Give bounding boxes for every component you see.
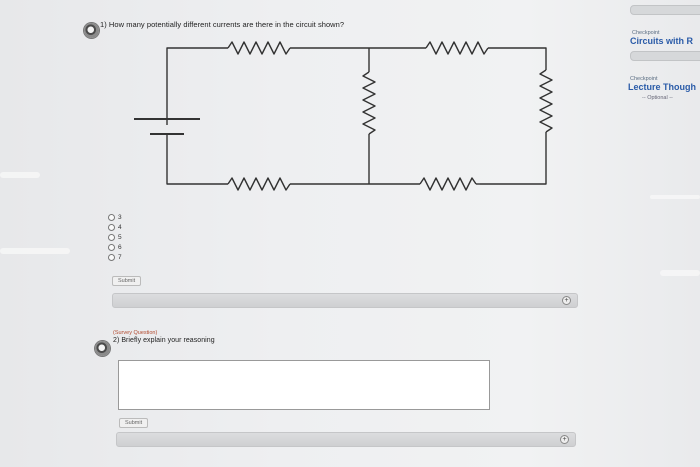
resistor-top-left (227, 41, 291, 55)
radio-button[interactable] (108, 243, 115, 251)
question-status-icon (84, 23, 99, 38)
screen-glare (0, 248, 70, 254)
sidebar-link-circuits[interactable]: Circuits with R (630, 36, 694, 46)
sidebar-item-kicker: Checkpoint (630, 76, 658, 82)
question-2-expander-bar[interactable]: + (116, 432, 576, 447)
screen-glare (650, 195, 700, 199)
wire-right-lower (480, 132, 547, 185)
choice-label: 6 (118, 243, 122, 251)
sidebar-link-lecture-thoughts[interactable]: Lecture Though (628, 82, 696, 92)
screen-glare (660, 270, 700, 276)
question-2-submit-button[interactable]: Submit (119, 418, 149, 428)
choice-4[interactable]: 4 (108, 222, 122, 232)
radio-button[interactable] (108, 223, 115, 231)
question-1-submit-button[interactable]: Submit (112, 276, 142, 286)
radio-button[interactable] (108, 213, 115, 221)
choice-label: 4 (118, 223, 122, 231)
survey-question-label: (Survey Question) (113, 330, 158, 336)
question-status-icon (95, 341, 110, 356)
plus-circle-icon[interactable]: + (560, 435, 569, 444)
wire-top-left (166, 47, 228, 125)
reasoning-textarea[interactable] (118, 360, 490, 410)
circuit-diagram (134, 41, 553, 191)
answer-choices: 3 4 5 6 7 (108, 212, 122, 262)
resistor-right-vertical (539, 69, 553, 133)
sidebar-item-kicker: Checkpoint (632, 30, 660, 36)
choice-7[interactable]: 7 (108, 252, 122, 262)
resistor-middle-vertical (362, 71, 376, 135)
resistor-top-right (425, 41, 489, 55)
choice-6[interactable]: 6 (108, 242, 122, 252)
screen-glare (0, 172, 40, 178)
choice-label: 7 (118, 253, 122, 261)
question-2-text: 2) Briefly explain your reasoning (113, 337, 215, 344)
choice-5[interactable]: 5 (108, 232, 122, 242)
plus-circle-icon[interactable]: + (562, 296, 571, 305)
radio-button[interactable] (108, 253, 115, 261)
sidebar-optional-note: -- Optional -- (642, 95, 673, 101)
sidebar-strip (630, 51, 700, 61)
wire-top-right (488, 47, 547, 70)
question-1-text: 1) How many potentially different curren… (100, 20, 345, 29)
choice-3[interactable]: 3 (108, 212, 122, 222)
resistor-bottom-right (419, 177, 477, 191)
question-1-expander-bar[interactable]: + (112, 293, 578, 308)
radio-button[interactable] (108, 233, 115, 241)
sidebar-strip (630, 5, 700, 15)
wire-bottom-left (166, 134, 228, 185)
resistor-bottom-left (227, 177, 291, 191)
choice-label: 3 (118, 213, 122, 221)
choice-label: 5 (118, 233, 122, 241)
